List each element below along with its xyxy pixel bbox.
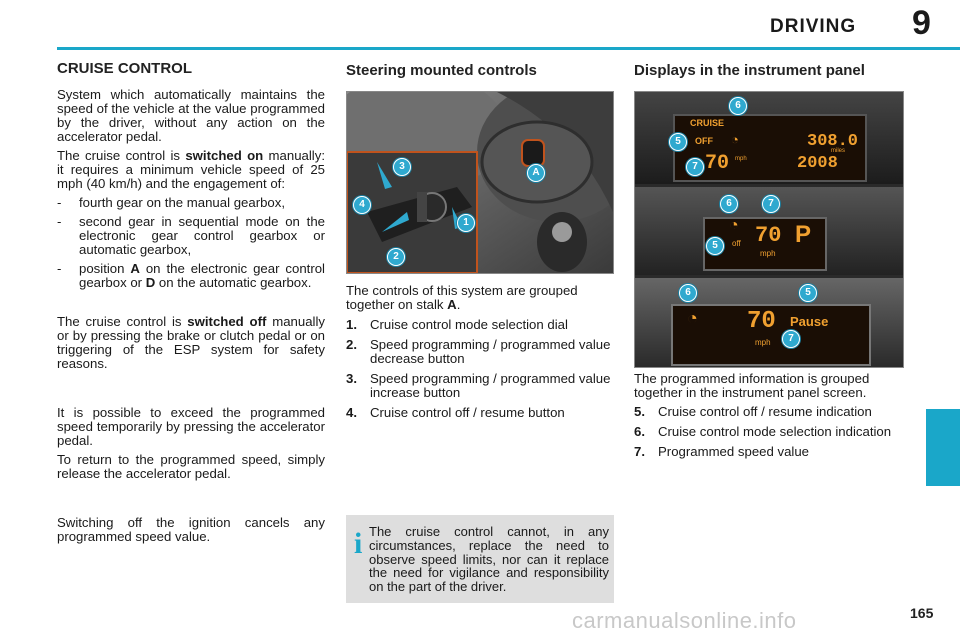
header-rule [57,47,960,50]
off-label: OFF [695,136,713,146]
chapter-number: 9 [912,4,931,42]
callout-6: 6 [720,195,738,213]
speedometer-icon: ◔ [687,308,698,328]
paragraph: The cruise control is switched off manua… [57,314,325,371]
callout-5: 5 [799,284,817,302]
info-icon: i [354,527,363,560]
steering-stalk-photo: 3 4 1 2 A [346,91,614,274]
list-item: -fourth gear on the manual gearbox, [57,195,286,210]
display-3: ◔ 70 Pause mph 6 5 7 [635,278,903,367]
callout-7: 7 [782,330,800,348]
speed-value: 70 [755,223,782,248]
pause-label: Pause [790,314,829,329]
list-item: 7.Programmed speed value [634,444,810,459]
unit-label: mph [735,156,747,162]
callout-a: A [527,164,545,182]
page-number: 165 [910,605,934,621]
list-item: 4.Cruise control off / resume button [346,405,565,420]
paragraph: It is possible to exceed the programmed … [57,405,325,448]
chapter-title: DRIVING [770,16,857,37]
cruise-label: CRUISE [690,118,725,128]
info-text: The cruise control cannot, in any circum… [369,524,609,595]
steering-stalk-illustration [347,92,613,273]
callout-6: 6 [729,97,747,115]
display-indications-list: The programmed information is grouped to… [634,372,902,465]
speedometer-icon: ◔ [729,217,739,234]
speed-value: 70 [705,152,730,175]
column-cruise-control: CRUISE CONTROL System which automaticall… [57,60,325,549]
watermark: carmanualsonline.info [572,608,797,633]
paragraph: To return to the programmed speed, simpl… [57,452,325,481]
off-label: off [732,239,741,248]
callout-7: 7 [686,158,704,176]
paragraph: The cruise control is switched on manual… [57,148,325,191]
intro-text: The programmed information is grouped to… [634,371,870,400]
gear-indicator: P [795,221,812,248]
paragraph: Switching off the ignition cancels any p… [57,515,325,544]
list-item: -position A on the electronic gear contr… [57,261,325,290]
paragraph: System which automatically maintains the… [57,87,325,144]
instrument-displays: CRUISE OFF ◔ 70 mph 308.0 miles 2008 6 5… [634,91,904,368]
display-1: CRUISE OFF ◔ 70 mph 308.0 miles 2008 6 5… [635,92,903,184]
callout-4: 4 [353,196,371,214]
intro-text: The controls of this system are grouped … [346,283,578,312]
callout-5: 5 [706,237,724,255]
list-item: 6.Cruise control mode selection indicati… [634,424,892,439]
section-heading: Displays in the instrument panel [634,62,865,79]
odometer: 308.0 [807,132,859,151]
speedometer-icon: ◔ [731,132,739,147]
callout-7: 7 [762,195,780,213]
list-item: 2.Speed programming / programmed value d… [346,337,611,366]
trip: 2008 [797,154,838,173]
list-item: 5.Cruise control off / resume indication [634,404,872,419]
unit-label: mph [755,338,771,347]
steering-controls-list: The controls of this system are grouped … [346,284,614,426]
section-heading: CRUISE CONTROL [57,60,192,77]
callout-1: 1 [457,214,475,232]
section-heading: Steering mounted controls [346,62,537,79]
chapter-tab [926,409,960,486]
callout-6: 6 [679,284,697,302]
list-item: 3.Speed programming / programmed value i… [346,371,611,400]
odo-unit: miles [831,148,846,154]
callout-3: 3 [393,158,411,176]
list-item: -second gear in sequential mode on the e… [57,214,325,257]
callout-2: 2 [387,248,405,266]
display-2: ◔ off 70 mph P 6 7 5 [635,187,903,275]
list-item: 1.Cruise control mode selection dial [346,317,568,332]
speed-value: 70 [747,308,776,335]
unit-label: mph [760,249,776,258]
info-box: i The cruise control cannot, in any circ… [346,515,614,603]
callout-5: 5 [669,133,687,151]
